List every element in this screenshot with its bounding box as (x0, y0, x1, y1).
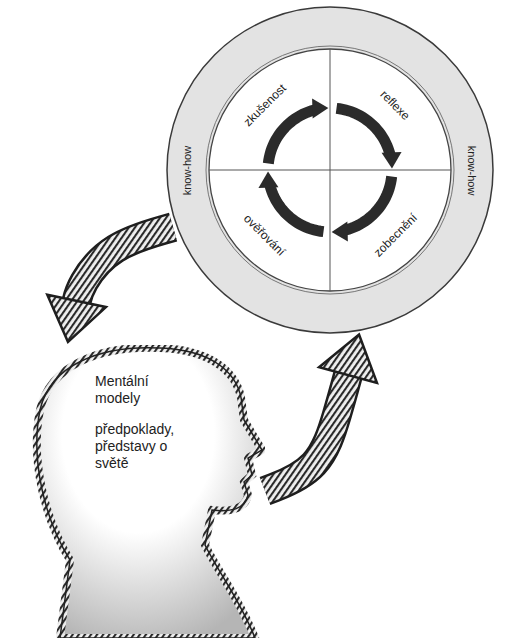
cycle-ring: know-howknow-howzkušenostreflexeověřován… (165, 5, 495, 335)
head-hatching (37, 348, 262, 638)
arrow-head (258, 172, 278, 188)
head-fill (37, 348, 262, 638)
arrow-band-outline (265, 371, 349, 491)
arrow-arc (268, 110, 314, 164)
head-label: předpoklady, představy o světě (95, 421, 190, 472)
ring-outline (165, 5, 495, 335)
arrow-band (265, 371, 349, 491)
quadrant-divider (209, 170, 451, 171)
arrow-band (76, 227, 173, 305)
arrow-head (312, 98, 328, 118)
arrow-arc (336, 108, 390, 154)
flow-arrow (265, 334, 377, 491)
cycle-arrow (258, 172, 323, 232)
head-silhouette: Mentální modely předpoklady, představy o … (30, 345, 265, 638)
arrow-band-outline (76, 227, 173, 305)
cycle-arrow (332, 176, 392, 241)
outer-ring (167, 7, 493, 333)
arrow-head (47, 295, 106, 342)
ring-label: know-how (181, 145, 194, 195)
arrow-head (319, 334, 377, 382)
flow-arrow (47, 227, 173, 342)
arrow-arc (270, 185, 324, 231)
cycle-arrow (268, 98, 328, 163)
head-contour (37, 348, 262, 638)
inner-disc (209, 49, 451, 291)
arrow-head (332, 222, 348, 242)
ring-label: know-how (465, 145, 478, 195)
ring-edge (206, 46, 454, 294)
head-label: Mentální modely (95, 373, 190, 407)
arrow-head (382, 152, 402, 168)
cycle-arrow (336, 108, 401, 168)
arrow-arc (345, 176, 391, 230)
